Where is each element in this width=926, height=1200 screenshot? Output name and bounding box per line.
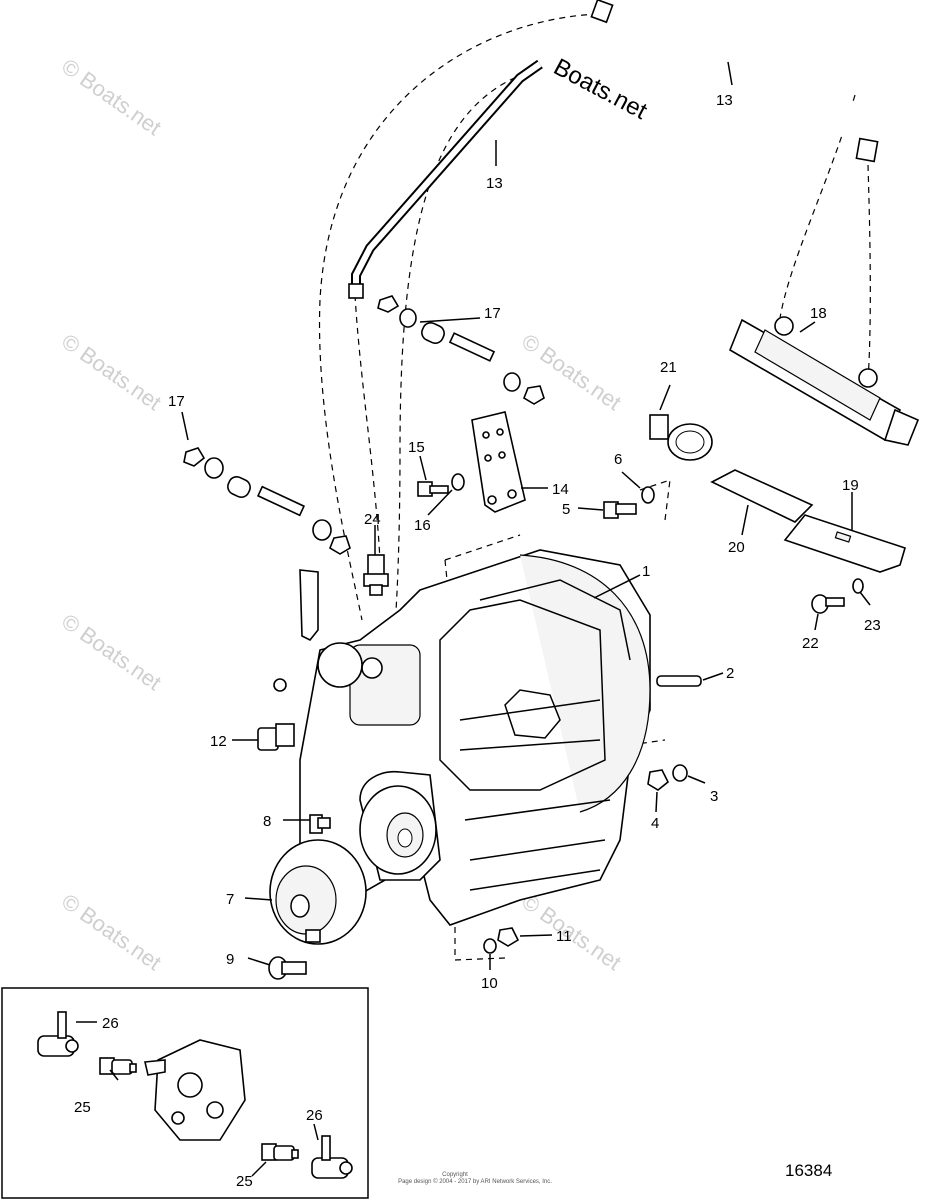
callout-label: 18 [810,305,827,322]
callout-label: 24 [364,511,381,528]
callout-label: 21 [660,359,677,376]
callout-label: 15 [408,439,425,456]
callout-label: 12 [210,733,227,750]
callout-label: 5 [562,501,570,518]
callout-label: 13 [486,175,503,192]
inset-panel [1,987,369,1199]
dowel-pin [656,675,702,687]
copyright-line: Copyright [442,1172,468,1178]
callout-label: 7 [226,891,234,908]
callout-label: 13 [716,92,733,109]
temperature-sensor [363,554,389,596]
callout-labels: 1 2 3 4 5 6 7 8 9 10 11 12 13 13 14 15 1… [74,92,881,1190]
lock-washer [852,578,864,594]
callout-label: 26 [102,1015,119,1032]
valve-body-inset [144,1039,246,1141]
callout-label: 6 [614,451,622,468]
pressure-sender [257,723,295,751]
callout-label: 19 [842,477,859,494]
oil-cooler [729,316,920,446]
sender-25-lower [261,1143,299,1161]
bolt [603,501,637,519]
callout-label: 17 [168,393,185,410]
washer [672,764,688,782]
watermark: © Boats.net [57,609,166,696]
leader-lines [76,61,871,1177]
callout-label: 1 [642,563,650,580]
washer [641,486,655,504]
callout-label: 23 [864,617,881,634]
callout-label: 3 [710,788,718,805]
nut [497,927,520,947]
callout-label: 4 [651,815,659,832]
nut [647,769,670,791]
callout-label: 11 [556,928,572,945]
cooler-hose-lower [348,59,543,299]
callout-label: 2 [726,665,734,682]
callout-label: 25 [74,1099,91,1116]
callout-label: 9 [226,951,234,968]
callout-label: 14 [552,481,569,498]
callout-label: 16 [414,517,431,534]
output-flange [269,839,367,945]
flange-bolt [268,956,307,980]
fitting-26-lower [311,1135,353,1179]
mounting-bracket [471,411,526,513]
callout-label: 26 [306,1107,323,1124]
sender-25-upper [99,1057,137,1075]
copyright-line: Page design © 2004 - 2017 by ARI Network… [398,1178,552,1185]
fastener-kit-lower [183,447,351,555]
callout-label: 17 [484,305,501,322]
callout-label: 20 [728,539,745,556]
washer [451,473,465,491]
callout-label: 10 [481,975,498,992]
watermark: © Boats.net [57,889,166,976]
callout-label: 22 [802,635,819,652]
callout-label: 8 [263,813,271,830]
watermark: © Boats.net [57,329,166,416]
screw [309,814,331,834]
watermark: © Boats.net [57,54,166,141]
cooler-hose-upper [590,0,879,163]
fitting-26-upper [37,1011,79,1057]
cover-plate [783,514,906,573]
screw [811,594,845,614]
brand-label: Boats.net [549,53,652,125]
hose-clamp [649,414,713,461]
fastener-kit-upper [377,295,545,405]
figure-number: 16384 [785,1161,832,1180]
rubber-pad [710,469,814,523]
washer [483,938,497,954]
callout-label: 25 [236,1173,253,1190]
transmission-housing [273,549,651,926]
bolt [417,481,449,497]
